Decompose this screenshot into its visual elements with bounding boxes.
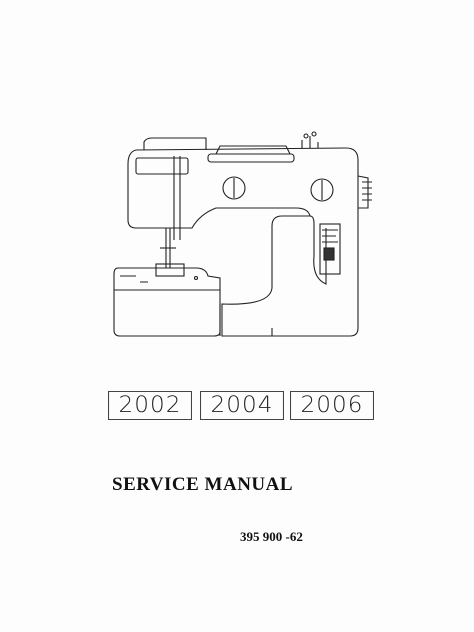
model-number-box: 2006 bbox=[290, 391, 374, 420]
model-number-box: 2004 bbox=[200, 391, 284, 420]
document-title: SERVICE MANUAL bbox=[112, 474, 294, 495]
model-number-box: 2002 bbox=[108, 391, 192, 420]
machine-arm-outline bbox=[135, 147, 359, 337]
sewing-machine-illustration bbox=[113, 131, 372, 337]
part-number: 395 900 -62 bbox=[240, 529, 303, 544]
model-numbers: 2002 2004 2006 bbox=[108, 391, 374, 421]
